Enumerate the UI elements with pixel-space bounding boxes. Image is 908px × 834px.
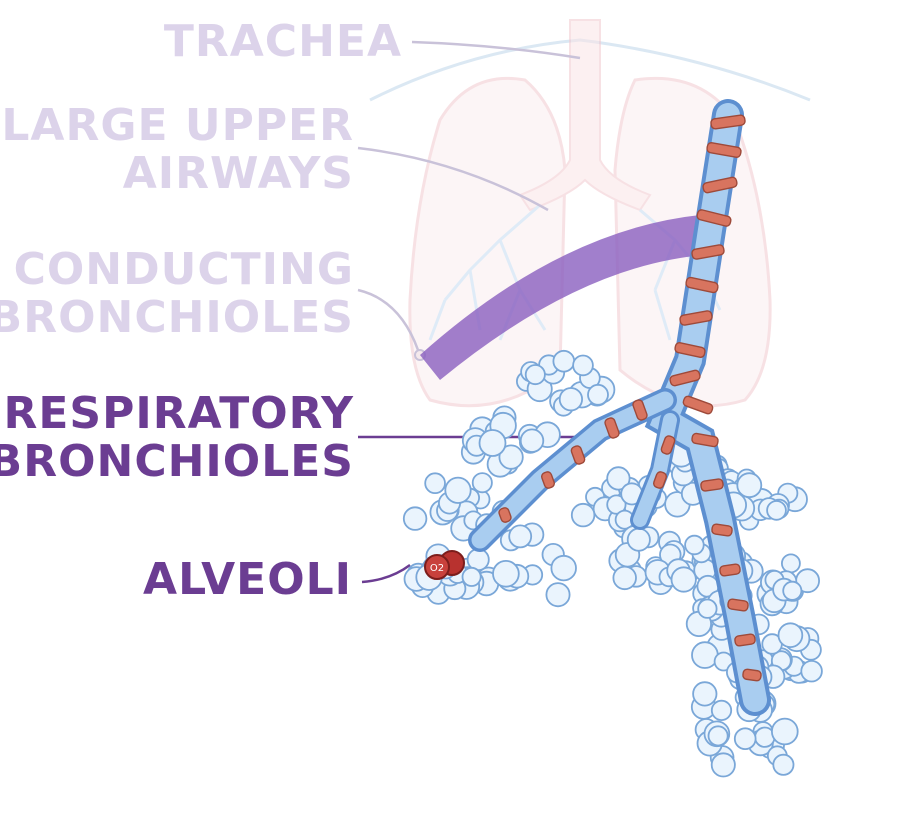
- smooth-muscle-band: [727, 599, 748, 612]
- smooth-muscle-band: [742, 669, 761, 681]
- alveolus: [685, 536, 704, 555]
- alveolus: [509, 525, 531, 547]
- alveolus: [521, 429, 544, 452]
- alveolus: [463, 568, 481, 586]
- label-large-upper-airways-line2: AIRWAYS: [1, 150, 354, 198]
- alveoli-leader: [362, 565, 410, 582]
- alveolus: [573, 356, 593, 376]
- alveolus: [672, 567, 696, 591]
- alveolus: [553, 351, 574, 372]
- alveolus: [425, 473, 445, 493]
- alveolus: [692, 642, 718, 668]
- alveolus: [551, 556, 576, 581]
- alveolus: [628, 529, 650, 551]
- smooth-muscle-band: [719, 564, 740, 577]
- alveolus: [560, 388, 582, 410]
- alveolus: [613, 567, 636, 590]
- label-alveoli: ALVEOLI: [143, 556, 352, 604]
- label-large-upper-airways-line1: LARGE UPPER: [1, 102, 354, 150]
- alveolus: [801, 661, 822, 682]
- alveolus: [493, 561, 519, 587]
- label-conducting-bronchioles: CONDUCTING BRONCHIOLES: [0, 246, 354, 342]
- alveolus: [572, 504, 595, 527]
- label-conducting-bronchioles-line1: CONDUCTING: [0, 246, 354, 294]
- alveolus: [546, 583, 569, 606]
- alveolus: [404, 507, 427, 530]
- alveolus: [445, 478, 470, 503]
- alveolus: [767, 501, 786, 520]
- label-trachea: TRACHEA: [164, 18, 402, 66]
- alveolus: [712, 753, 735, 776]
- alveolus: [779, 623, 803, 647]
- alveolus: [735, 728, 756, 749]
- alveolus: [480, 430, 506, 456]
- alveolus: [773, 755, 793, 775]
- smooth-muscle-band: [700, 479, 723, 492]
- alveolus: [783, 582, 801, 600]
- alveolus: [737, 473, 761, 497]
- alveolus: [693, 682, 716, 705]
- alveolus: [782, 554, 800, 572]
- alveolus: [698, 600, 716, 618]
- label-respiratory-bronchioles-line2: BRONCHIOLES: [0, 438, 354, 486]
- alveolus: [588, 385, 608, 405]
- alveolus: [526, 365, 545, 384]
- oxygen-label: O2: [430, 563, 444, 574]
- alveolus: [712, 701, 731, 720]
- label-large-upper-airways: LARGE UPPER AIRWAYS: [1, 102, 354, 198]
- smooth-muscle-band: [734, 634, 755, 647]
- alveolus: [473, 473, 492, 492]
- alveolus: [772, 719, 798, 745]
- label-respiratory-bronchioles: RESPIRATORY BRONCHIOLES: [0, 390, 354, 486]
- label-respiratory-bronchioles-line1: RESPIRATORY: [0, 390, 354, 438]
- trachea-leader: [412, 42, 580, 58]
- smooth-muscle-band: [711, 524, 732, 537]
- alveolus: [709, 726, 728, 745]
- label-conducting-bronchioles-line2: BRONCHIOLES: [0, 294, 354, 342]
